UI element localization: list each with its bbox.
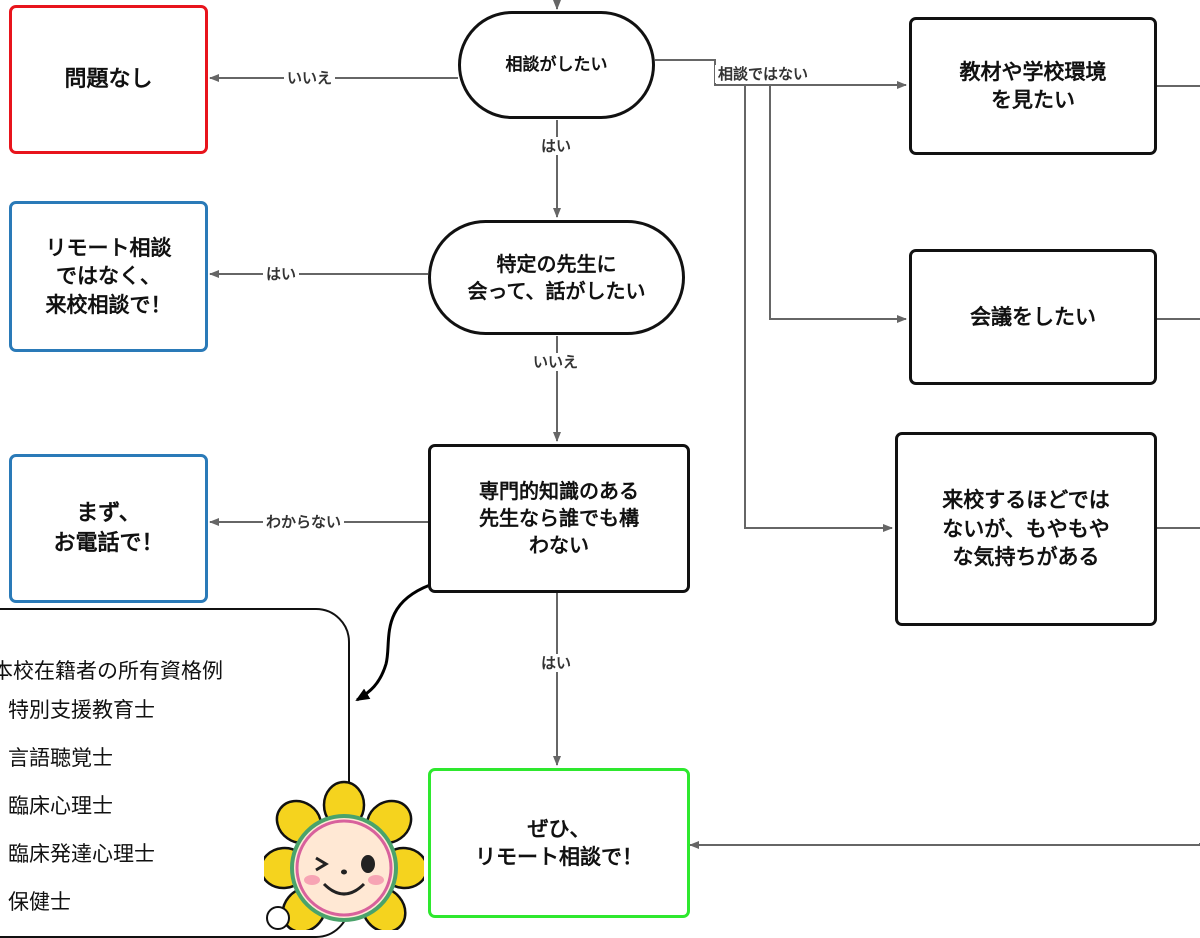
list-item: 臨床心理士 [8, 794, 113, 818]
edge-right-return [689, 841, 1200, 849]
list-item: 特別支援教育士 [8, 698, 155, 722]
edge-to-meeting [769, 86, 907, 323]
note-title: 本校在籍者の所有資格例 [0, 659, 223, 683]
label-iie-2: いいえ [530, 353, 582, 371]
list-item: 臨床発達心理士 [8, 842, 155, 866]
node-phone-first: まず、 お電話で！ [9, 454, 208, 603]
node-meeting: 会議をしたい [909, 249, 1157, 385]
node-visit-consult: リモート相談 ではなく、 来校相談で！ [9, 201, 208, 352]
list-item: 保健士 [8, 890, 71, 914]
note-pointer-arrow [355, 583, 431, 702]
label-wakaranai: わからない [263, 513, 345, 531]
node-vague-feeling: 来校するほどでは ないが、もやもや な気持ちがある [895, 432, 1157, 626]
node-materials: 教材や学校環境 を見たい [909, 17, 1157, 155]
node-start: 相談がしたい [458, 11, 655, 119]
node-specific-teacher: 特定の先生に 会って、話がしたい [428, 220, 685, 335]
flower-mascot-illustration [264, 780, 424, 930]
node-expert-any: 専門的知識のある 先生なら誰でも構 わない [428, 444, 690, 593]
node-no-problem: 問題なし [9, 5, 208, 154]
qualification-list: 特別支援教育士 言語聴覚士 臨床心理士 臨床発達心理士 保健士 [8, 695, 155, 935]
qualification-note [0, 608, 350, 938]
list-item: 言語聴覚士 [8, 746, 113, 770]
label-hai-3: はい [538, 654, 575, 672]
node-remote-consult: ぜひ、 リモート相談で！ [428, 768, 690, 918]
label-iie-1: いいえ [284, 69, 336, 87]
label-hai-2: はい [263, 265, 300, 283]
edge-to-vague [744, 86, 893, 532]
label-hai-1: はい [538, 137, 575, 155]
label-soudan-dewanai: 相談ではない [715, 65, 812, 83]
